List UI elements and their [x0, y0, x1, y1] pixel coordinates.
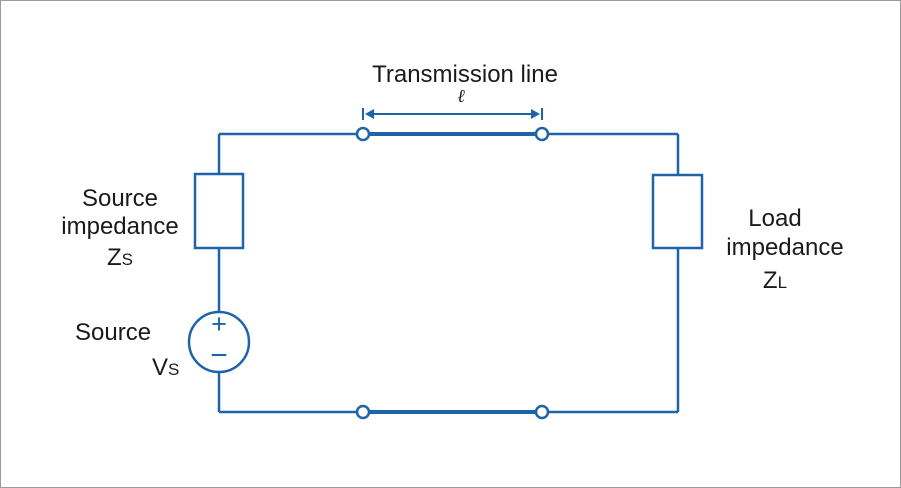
source-plus-sign: +: [211, 309, 227, 339]
double-arrow-icon: [365, 109, 374, 119]
source-impedance-symbol-subscript: S: [121, 250, 133, 269]
load-impedance-symbol: ZL: [705, 266, 845, 297]
load-impedance-box-icon: [651, 173, 704, 250]
load-impedance-symbol-subscript: L: [777, 273, 788, 292]
source-minus-sign: −: [210, 339, 228, 372]
transmission-line-title: Transmission line: [372, 61, 558, 88]
source-impedance-symbol: ZS: [30, 243, 210, 274]
terminal-circle-icon: [355, 404, 371, 420]
load-impedance-label-line2: impedance: [726, 234, 844, 261]
source-symbol-subscript: S: [168, 360, 180, 379]
source-impedance-label-line2: impedance: [61, 213, 179, 240]
length-symbol: ℓ: [457, 86, 465, 107]
terminal-circle-icon: [355, 126, 371, 142]
voltage-source-icon: [187, 310, 251, 374]
terminal-circle-icon: [534, 404, 550, 420]
terminal-circle-icon: [534, 126, 550, 142]
source-impedance-label-line1: Source: [81, 185, 159, 212]
source-impedance-box-icon: [193, 172, 245, 250]
double-arrow-icon: [531, 109, 540, 119]
load-impedance-label-line1: Load: [748, 205, 802, 232]
source-symbol: VS: [152, 353, 192, 384]
source-symbol-main: V: [152, 354, 169, 381]
source-label: Source: [75, 319, 152, 346]
source-impedance-symbol-main: Z: [106, 244, 122, 271]
load-impedance-symbol-main: Z: [762, 267, 778, 294]
